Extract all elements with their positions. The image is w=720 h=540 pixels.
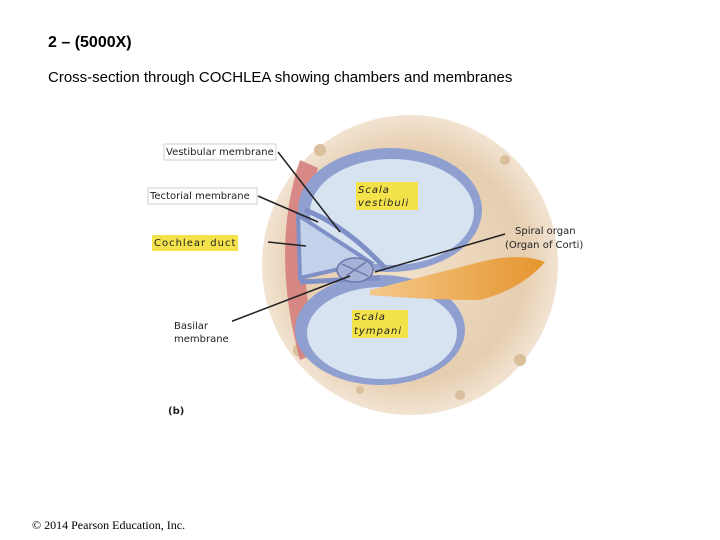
copyright-notice: © 2014 Pearson Education, Inc. <box>32 518 186 532</box>
label-cochlear-duct: Cochlear duct <box>152 235 238 251</box>
svg-text:Scala: Scala <box>354 312 386 323</box>
cochlear-nerve <box>370 257 545 300</box>
svg-text:Cochlear duct: Cochlear duct <box>154 238 236 249</box>
slide-subtitle: Cross-section through COCHLEA showing ch… <box>48 69 513 86</box>
label-basilar-membrane: Basilar membrane <box>172 320 232 346</box>
panel-letter: (b) <box>168 406 184 417</box>
svg-text:Vestibular membrane: Vestibular membrane <box>166 147 274 158</box>
svg-text:Tectorial membrane: Tectorial membrane <box>149 191 250 202</box>
svg-text:(Organ of Corti): (Organ of Corti) <box>505 240 583 251</box>
label-tectorial-membrane: Tectorial membrane <box>147 187 258 205</box>
label-scala-tympani: Scala tympani <box>352 310 408 338</box>
label-vestibular-membrane: Vestibular membrane <box>163 143 277 161</box>
svg-text:Spiral organ: Spiral organ <box>515 226 576 237</box>
svg-text:tympani: tympani <box>354 326 402 337</box>
svg-text:membrane: membrane <box>174 334 229 345</box>
vestibular-membrane <box>304 207 387 270</box>
label-spiral-organ: Spiral organ (Organ of Corti) <box>505 226 583 251</box>
organ-of-corti <box>336 257 374 283</box>
label-scala-vestibuli: Scala vestibuli <box>356 182 418 210</box>
leader-lines <box>229 151 506 323</box>
svg-text:Scala: Scala <box>358 185 390 196</box>
svg-text:Basilar: Basilar <box>174 321 209 332</box>
slide-title: 2 – (5000X) <box>48 34 132 51</box>
svg-text:vestibuli: vestibuli <box>358 198 409 209</box>
